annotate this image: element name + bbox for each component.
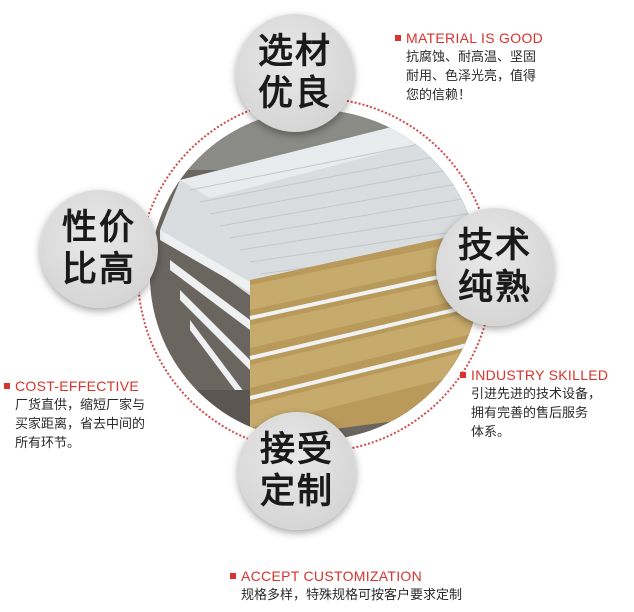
feature-industry-title: INDUSTRY SKILLED — [471, 367, 609, 383]
bubble-material-line1: 选材 — [257, 32, 332, 72]
feature-custom-desc: 规格多样，特殊规格可按客户要求定制 — [241, 586, 462, 605]
red-square-icon — [230, 573, 236, 579]
feature-custom-title: ACCEPT CUSTOMIZATION — [241, 568, 423, 584]
bubble-cost-effective: 性价 比高 — [40, 190, 158, 308]
bubble-accept-customization: 接受 定制 — [238, 412, 356, 530]
feature-material-desc: 抗腐蚀、耐高温、坚固 耐用、色泽光亮，值得 您的信赖！ — [406, 48, 543, 105]
feature-material-line: 您的信赖！ — [406, 88, 472, 103]
bubble-price-line1: 性价 — [61, 208, 136, 248]
red-square-icon — [395, 35, 401, 41]
feature-material-line: 抗腐蚀、耐高温、坚固 — [406, 50, 537, 65]
feature-industry-line: 引进先进的技术设备， — [471, 387, 602, 402]
feature-material-line: 耐用、色泽光亮，值得 — [406, 69, 537, 84]
bubble-price-line2: 比高 — [61, 250, 136, 290]
panel-stack-illustration — [150, 110, 480, 440]
feature-material-title: MATERIAL IS GOOD — [406, 30, 544, 46]
bubble-custom-line2: 定制 — [259, 472, 334, 512]
red-square-icon — [4, 383, 10, 389]
feature-cost-head: COST-EFFECTIVE — [4, 378, 145, 394]
bubble-skill-line1: 技术 — [457, 226, 532, 266]
feature-cost: COST-EFFECTIVE 厂货直供，缩短厂家与 买家距离，省去中间的 所有环… — [4, 378, 145, 453]
feature-industry-desc: 引进先进的技术设备， 拥有完善的售后服务 体系。 — [471, 385, 608, 442]
feature-cost-line: 所有环节。 — [15, 436, 81, 451]
feature-industry-line: 体系。 — [471, 425, 511, 440]
feature-cost-line: 买家距离，省去中间的 — [15, 417, 146, 432]
feature-industry-line: 拥有完善的售后服务 — [471, 406, 589, 421]
feature-custom-line: 规格多样，特殊规格可按客户要求定制 — [241, 588, 463, 603]
bubble-material-good: 选材 优良 — [236, 14, 354, 132]
feature-cost-title: COST-EFFECTIVE — [15, 378, 139, 394]
bubble-industry-skilled: 技术 纯熟 — [436, 208, 554, 326]
bubble-material-line2: 优良 — [257, 74, 332, 114]
feature-material: MATERIAL IS GOOD 抗腐蚀、耐高温、坚固 耐用、色泽光亮，值得 您… — [395, 30, 543, 105]
feature-custom: ACCEPT CUSTOMIZATION 规格多样，特殊规格可按客户要求定制 — [230, 568, 462, 605]
bubble-custom-line1: 接受 — [259, 430, 334, 470]
feature-custom-head: ACCEPT CUSTOMIZATION — [230, 568, 462, 584]
feature-industry: INDUSTRY SKILLED 引进先进的技术设备， 拥有完善的售后服务 体系… — [460, 367, 608, 442]
red-square-icon — [460, 372, 466, 378]
feature-material-head: MATERIAL IS GOOD — [395, 30, 543, 46]
feature-industry-head: INDUSTRY SKILLED — [460, 367, 608, 383]
feature-cost-line: 厂货直供，缩短厂家与 — [15, 398, 146, 413]
sandwich-panel-photo — [150, 110, 480, 440]
bubble-skill-line2: 纯熟 — [457, 268, 532, 308]
feature-cost-desc: 厂货直供，缩短厂家与 买家距离，省去中间的 所有环节。 — [15, 396, 145, 453]
